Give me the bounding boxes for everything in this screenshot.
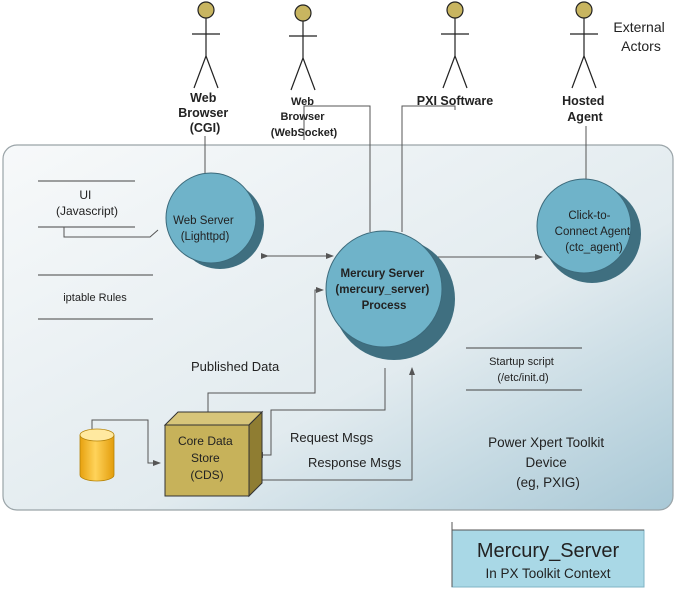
actor-label-hosted-agent: Hosted Agent xyxy=(562,94,608,124)
ws-browser-to-mercury-line xyxy=(303,105,371,232)
svg-text:Mercury Server (mercury_: Mercury Server (mercury_server) Process xyxy=(335,268,432,312)
actor-label-web-browser-cgi: Web Browser (CGI) xyxy=(178,91,232,135)
datastore-iptable: iptable Rules xyxy=(38,274,153,320)
title-box-title: Mercury_Server xyxy=(477,540,620,562)
svg-text:UI (Javascript): UI (Javascript) xyxy=(56,188,118,218)
request-msgs-arrow xyxy=(255,368,386,458)
published-data-arrow xyxy=(207,287,324,413)
title-box-subtitle: In PX Toolkit Context xyxy=(485,566,610,581)
svg-text:Click-to- Connect Agent: Click-to- Connect Agent (ctc_agent) xyxy=(555,210,634,254)
pxi-to-mercury-line xyxy=(401,105,456,232)
process-mercury-server: Mercury Server (mercury_server) Process xyxy=(325,230,455,360)
actor-label-pxi-software: PXI Software xyxy=(417,94,493,108)
external-actors-label: External Actors xyxy=(613,19,668,54)
svg-text:Startup script (/etc/ini: Startup script (/etc/init.d) xyxy=(489,356,557,384)
database-icon xyxy=(79,428,115,482)
device-label: Power Xpert Toolkit Device (eg, PXIG) xyxy=(488,435,608,490)
svg-text:Core Data Store (C: Core Data Store (CDS) xyxy=(178,434,236,482)
database-cds-arrow xyxy=(91,419,161,466)
title-box: Mercury_Server In PX Toolkit Context xyxy=(451,522,645,588)
actor-connectors xyxy=(204,105,587,232)
actor-pxi-software-icon xyxy=(441,1,469,89)
actor-hosted-agent-icon xyxy=(570,1,598,89)
flow-label-response: Response Msgs xyxy=(308,455,402,470)
process-ctc-agent: Click-to- Connect Agent (ctc_agent) xyxy=(536,178,641,283)
process-web-server: Web Server (Lighttpd) xyxy=(165,172,264,269)
flow-label-published: Published Data xyxy=(191,359,280,374)
response-msgs-arrow xyxy=(250,367,415,481)
svg-text:Web Server (Lighttpd): Web Server (Lighttpd) xyxy=(173,215,237,243)
process-flows xyxy=(91,253,543,481)
svg-text:iptable Rules: iptable Rules xyxy=(63,292,127,304)
flow-label-request: Request Msgs xyxy=(290,430,374,445)
datastore-startup: Startup script (/etc/init.d) xyxy=(466,347,582,391)
core-data-store: Core Data Store (CDS) xyxy=(163,410,264,498)
datastore-ui: UI (Javascript) xyxy=(38,180,135,228)
ui-to-webserver-line xyxy=(63,227,159,238)
actor-web-browser-ws-icon xyxy=(289,4,317,91)
actor-web-browser-cgi-icon xyxy=(192,1,220,89)
